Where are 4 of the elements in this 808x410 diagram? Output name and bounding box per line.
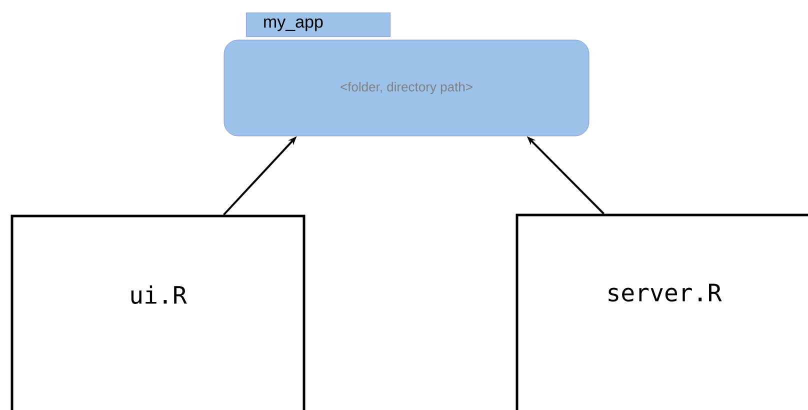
file-box: ui.R — [10, 214, 306, 410]
node-label: my_app — [264, 18, 323, 32]
file-box: server.R — [516, 214, 808, 410]
folder-box: <folder, directory path> my_app — [224, 12, 590, 136]
